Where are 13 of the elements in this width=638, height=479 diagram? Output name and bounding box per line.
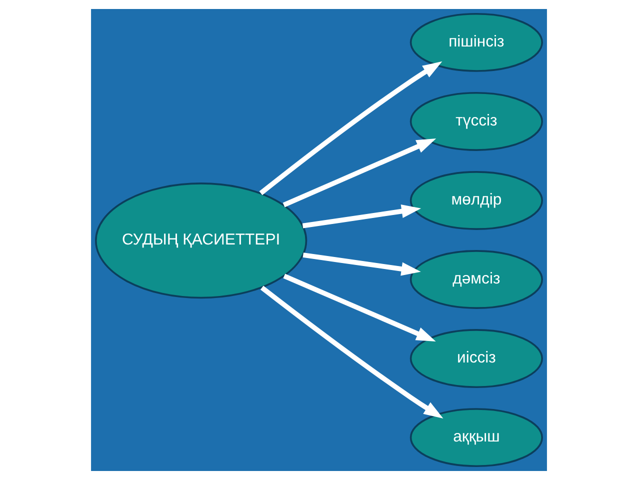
arrow (260, 285, 444, 418)
node-ellipse: СУДЫҢ ҚАСИЕТТЕРІ (95, 182, 308, 298)
node-ellipse: дәмсіз (410, 250, 543, 308)
arrow (259, 60, 442, 195)
node-ellipse: мөлдір (410, 170, 543, 230)
arrow (302, 204, 422, 228)
arrow (282, 138, 436, 207)
arrow (283, 273, 436, 342)
node-ellipse: аққыш (410, 408, 543, 467)
arrow (302, 252, 421, 276)
node-ellipse: иіссіз (410, 328, 543, 388)
node-ellipse: пішінсіз (410, 12, 543, 72)
node-ellipse: түссіз (410, 91, 543, 150)
